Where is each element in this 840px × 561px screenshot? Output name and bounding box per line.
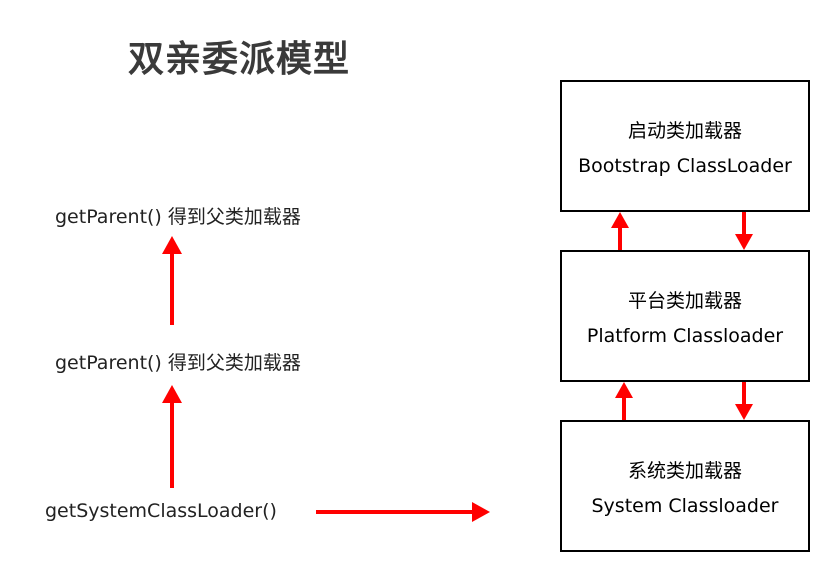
platform-to-system-down-arrow [735, 382, 753, 420]
diagram-title: 双亲委派模型 [128, 39, 351, 80]
right-arrow-to-system [316, 502, 490, 522]
get-system-classloader-label: getSystemClassLoader() [45, 500, 277, 522]
platform-classloader-box: 平台类加载器 Platform Classloader [560, 250, 810, 382]
bootstrap-classloader-box: 启动类加载器 Bootstrap ClassLoader [560, 80, 810, 212]
platform-classloader-en: Platform Classloader [586, 324, 784, 347]
get-parent-label-middle: getParent() 得到父类加载器 [55, 352, 301, 374]
system-to-platform-up-arrow [615, 382, 633, 420]
platform-classloader-zh: 平台类加载器 [627, 289, 742, 312]
get-parent-label-top: getParent() 得到父类加载器 [55, 206, 301, 228]
system-classloader-en: System Classloader [591, 494, 779, 517]
left-up-arrow-top [162, 236, 182, 325]
platform-to-bootstrap-up-arrow [611, 212, 629, 250]
bootstrap-classloader-en: Bootstrap ClassLoader [578, 154, 792, 177]
system-classloader-box: 系统类加载器 System Classloader [560, 420, 810, 552]
bootstrap-to-platform-down-arrow [735, 212, 753, 250]
left-up-arrow-bottom [162, 385, 182, 488]
system-classloader-zh: 系统类加载器 [627, 459, 742, 482]
bootstrap-classloader-zh: 启动类加载器 [627, 119, 742, 142]
